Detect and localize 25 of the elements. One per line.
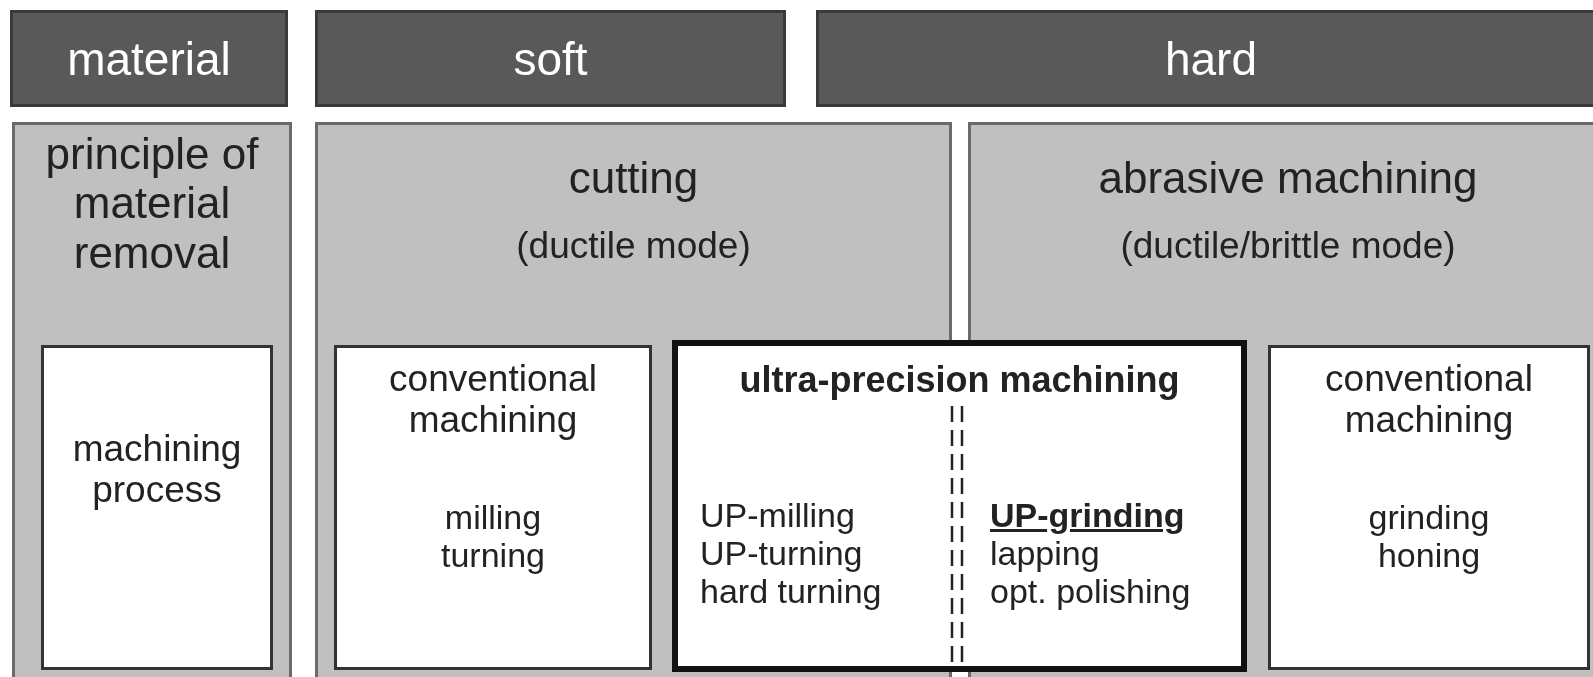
category-panel: [12, 122, 292, 677]
category-header: [315, 10, 786, 107]
process-box: [672, 340, 1247, 672]
box-text: (ductile mode): [515, 225, 752, 267]
category-header: [10, 10, 288, 107]
box-title: conventional machining: [1324, 358, 1534, 441]
box-title: conventional machining: [388, 358, 598, 441]
header-label: hard: [1164, 31, 1258, 86]
box-text: UP-milling UP-turning hard turning: [700, 496, 883, 611]
process-box: [334, 345, 652, 670]
category-header: [816, 10, 1593, 107]
process-box: [41, 345, 273, 670]
box-title: abrasive machining: [1097, 153, 1479, 203]
box-title: machining process: [71, 428, 243, 511]
header-label: soft: [513, 31, 588, 86]
box-text: milling turning: [440, 498, 546, 575]
box-text: (ductile/brittle mode): [1119, 225, 1457, 267]
process-box: [1268, 345, 1590, 670]
box-title: cutting: [567, 153, 700, 203]
box-title: principle of material removal: [44, 129, 260, 277]
header-label: material: [67, 31, 231, 86]
box-text: UP-grinding: [990, 496, 1186, 535]
box-text: lapping opt. polishing: [990, 534, 1192, 611]
box-text: grinding honing: [1367, 498, 1491, 575]
box-title: ultra-precision machining: [738, 360, 1181, 401]
